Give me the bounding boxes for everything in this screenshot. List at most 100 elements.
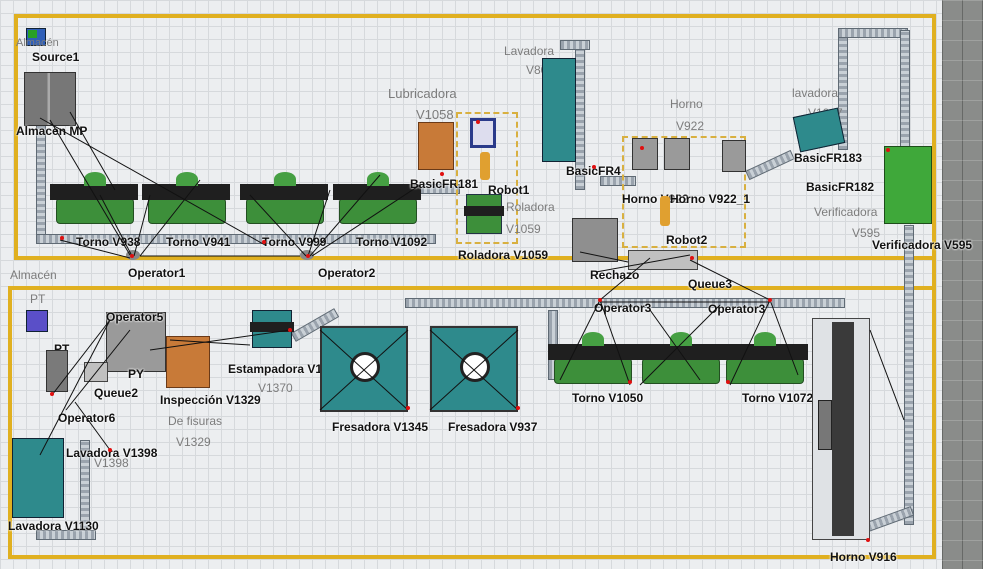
- port-dot: [406, 406, 410, 410]
- almacen-pt-label: Almacén: [10, 268, 57, 282]
- port-dot: [262, 240, 266, 244]
- horno-v922-1-oven[interactable]: [722, 140, 746, 172]
- conveyor[interactable]: [904, 225, 914, 525]
- horno-v916-label: Horno V916: [830, 550, 897, 564]
- verificadora-gray-id-label: V595: [852, 226, 881, 240]
- torno-v1050-machine-a[interactable]: [548, 330, 636, 384]
- robot1-zone: [456, 112, 518, 244]
- source1-label: Source1: [32, 50, 80, 64]
- verificadora-gray-label: Verificadora: [814, 205, 878, 219]
- port-dot: [60, 236, 64, 240]
- wall-left-bottom: [8, 286, 12, 558]
- operator3-label: Operator3: [594, 301, 652, 315]
- roladora-bar: [464, 206, 504, 216]
- port-dot: [690, 256, 694, 260]
- wall-bottom: [8, 555, 936, 559]
- lavadora-right-gray-label: lavadora: [792, 86, 839, 100]
- conveyor[interactable]: [560, 40, 590, 50]
- horno-v916-chamber: [832, 322, 854, 536]
- torno-v941-label: Torno V941: [166, 235, 231, 249]
- operator4-label: Operator3: [708, 302, 766, 316]
- verificadora-label: Verificadora V595: [872, 238, 973, 252]
- port-dot: [440, 172, 444, 176]
- inspeccion-gray-id-label: V1329: [176, 435, 211, 449]
- wall-top: [14, 14, 936, 18]
- robot2-arm[interactable]: [660, 196, 670, 226]
- almacen-top-label: Almacén: [16, 37, 59, 49]
- port-dot: [306, 254, 310, 258]
- lubricadora-id-label: V1058: [416, 107, 454, 122]
- estampadora-label: Estampadora V1370: [228, 362, 343, 376]
- operator5-label: Operator5: [106, 310, 164, 324]
- port-dot: [476, 120, 480, 124]
- verificadora-machine[interactable]: [884, 146, 932, 224]
- inspeccion-gray-label: De fisuras: [168, 414, 223, 428]
- fresadora-v1345-label: Fresadora V1345: [332, 420, 429, 434]
- port-dot: [866, 538, 870, 542]
- lavadora-v1398-gray-label: V1398: [94, 456, 129, 470]
- conveyor[interactable]: [36, 530, 96, 540]
- inspeccion-label: Inspección V1329: [160, 393, 261, 407]
- queue2-label: Queue2: [94, 386, 139, 400]
- fresadora-v1345-disc: [350, 352, 380, 382]
- port-dot: [598, 298, 602, 302]
- port-dot: [886, 148, 890, 152]
- lavadora-top-gray-label: Lavadora: [504, 44, 555, 58]
- torno-v1092-label: Torno V1092: [356, 235, 428, 249]
- operator1-label: Operator1: [128, 266, 186, 280]
- basicfr4-label: BasicFR4: [566, 164, 621, 178]
- torno-v1072-label: Torno V1072: [742, 391, 814, 405]
- lavadora-top-machine[interactable]: [542, 58, 576, 162]
- torno-v1050-label: Torno V1050: [572, 391, 644, 405]
- port-dot: [628, 380, 632, 384]
- robot1-arm[interactable]: [480, 152, 490, 180]
- torno-v938-machine[interactable]: [50, 170, 138, 224]
- fresadora-v937-disc: [460, 352, 490, 382]
- robot1-monitor[interactable]: [470, 118, 496, 148]
- operator5-station[interactable]: [106, 312, 166, 372]
- port-dot: [592, 165, 596, 169]
- wall-middle: [14, 256, 936, 260]
- lubricadora-machine[interactable]: [418, 122, 454, 170]
- robot2-label: Robot2: [666, 233, 708, 247]
- pt-label: PT: [30, 292, 46, 306]
- estampadora-bar: [250, 322, 294, 332]
- floor-grid: [0, 0, 942, 569]
- horno-gray-label: Horno: [670, 97, 703, 111]
- torno-v999-label: Torno V999: [262, 235, 327, 249]
- fresadora-v937-label: Fresadora V937: [448, 420, 538, 434]
- port-dot: [768, 298, 772, 302]
- horno-v922-oven[interactable]: [632, 138, 658, 170]
- robot1-label: Robot1: [488, 183, 530, 197]
- torno-v1092-machine[interactable]: [333, 170, 421, 224]
- operator2-label: Operator2: [318, 266, 376, 280]
- lubricadora-gray-label: Lubricadora: [388, 86, 457, 101]
- horno-v916-door: [818, 400, 832, 450]
- conveyor[interactable]: [405, 298, 845, 308]
- source1-icon-mark: [28, 30, 37, 38]
- lavadora-v1398-label: Lavadora V1398: [66, 446, 158, 460]
- rechazo-label: Rechazo: [590, 268, 640, 282]
- port-dot: [108, 448, 112, 452]
- horno-v922-label: Horno V922: [622, 192, 689, 206]
- torno-v1072-machine[interactable]: [720, 330, 808, 384]
- basicfr182-label: BasicFR182: [806, 180, 875, 194]
- queue3-label: Queue3: [688, 277, 733, 291]
- horno-v922-oven-b[interactable]: [664, 138, 690, 170]
- pt-source-icon[interactable]: [26, 310, 48, 332]
- horno-id-gray-label: V922: [676, 119, 705, 133]
- port-dot: [640, 146, 644, 150]
- port-dot: [50, 392, 54, 396]
- conveyor[interactable]: [80, 440, 90, 530]
- port-dot: [516, 406, 520, 410]
- conveyor[interactable]: [600, 176, 636, 186]
- stone-border: [942, 0, 983, 569]
- roladora-gray-id-label: V1059: [506, 222, 541, 236]
- port-dot: [288, 328, 292, 332]
- torno-v999-machine[interactable]: [240, 170, 328, 224]
- horno-v922-zone: [622, 136, 746, 248]
- conveyor[interactable]: [36, 234, 436, 244]
- lavadora-v1130-machine[interactable]: [12, 438, 64, 518]
- almacen-mp-rack[interactable]: [24, 72, 76, 126]
